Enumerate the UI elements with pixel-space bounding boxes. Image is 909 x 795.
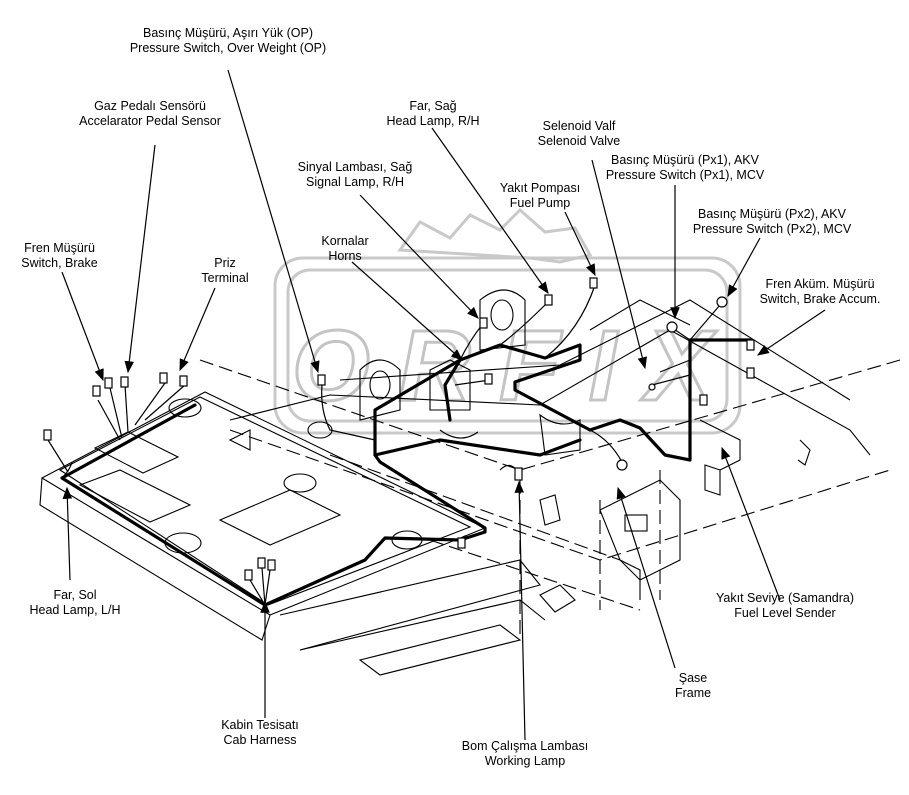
connector [616,459,628,471]
connector [267,559,276,571]
watermark-logo: ORFIX [273,207,742,435]
watermark-text: ORFIX [292,310,717,422]
connector [746,339,755,351]
connector [589,277,598,289]
harness-lines [47,284,752,607]
connector [666,321,678,333]
boom-brackets [307,289,581,526]
connector [457,537,466,549]
connector [159,372,168,384]
connector [479,317,488,329]
connector [514,467,523,481]
connector [746,367,755,379]
connector [92,385,101,397]
connector [699,394,708,406]
label-pressure-switch-op: Basınç Müşürü, Aşırı Yük (OP)Pressure Sw… [129,26,327,55]
connector [104,377,113,389]
connector [179,375,188,387]
connector [244,569,253,581]
label-fuel-level-sender: Yakıt Seviye (Samandra)Fuel Level Sender [715,591,855,620]
machine-frame [199,299,901,676]
connector [43,429,52,441]
connector [544,294,553,306]
connector [484,373,493,385]
leader-lines [61,69,826,741]
cab-harness-line [60,338,752,607]
connector [120,376,129,388]
connector [716,296,728,308]
connector [257,557,266,569]
connector [317,374,326,386]
connectors [43,277,755,581]
connector [648,383,656,391]
